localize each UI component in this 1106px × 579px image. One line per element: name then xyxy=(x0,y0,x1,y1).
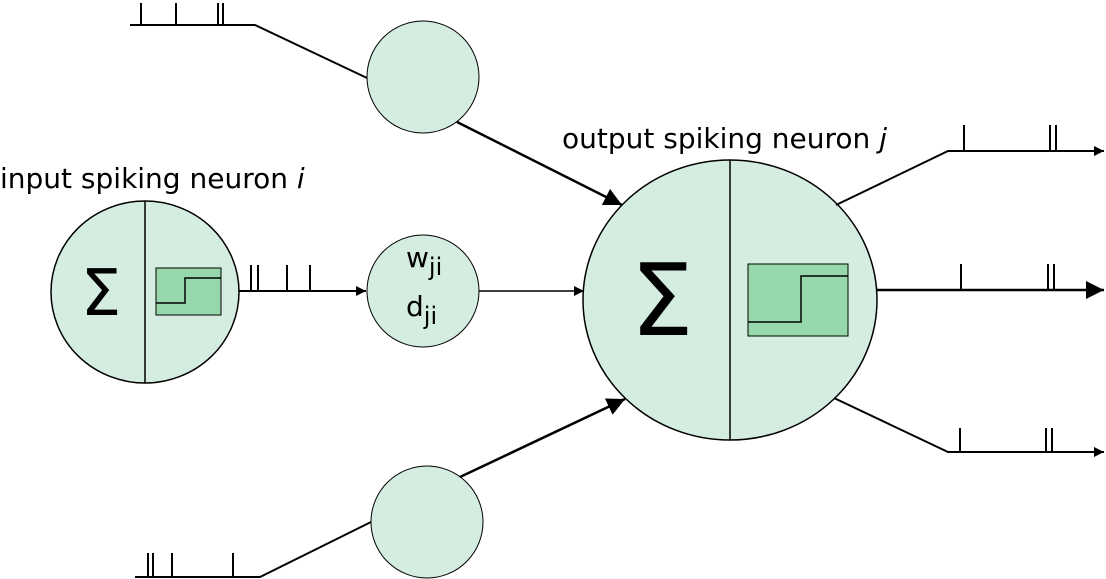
input-neuron: Σ xyxy=(50,200,240,384)
output-step-function-icon xyxy=(747,263,849,337)
synaptic-delay-label: dji xyxy=(406,290,437,330)
output-sum-symbol: Σ xyxy=(630,242,693,359)
output-neuron-label: output spiking neuron j xyxy=(562,122,887,155)
synapse-top xyxy=(366,20,480,134)
arrow-top-synapse-to-output xyxy=(456,120,623,207)
output-spike-train-middle xyxy=(877,264,1104,299)
input-neuron-label: input spiking neuron i xyxy=(0,162,305,195)
input-sum-symbol: Σ xyxy=(81,257,121,331)
input-spike-train-top xyxy=(130,3,368,79)
output-neuron: Σ xyxy=(582,159,878,441)
input-step-function-icon xyxy=(155,267,222,316)
synapse-middle: wji dji xyxy=(366,234,480,348)
output-spike-train-bottom xyxy=(833,397,1104,457)
arrow-bottom-synapse-to-output xyxy=(459,397,626,479)
input-spike-train-bottom xyxy=(135,521,372,578)
synaptic-weight-label: wji xyxy=(406,241,442,281)
output-spike-train-top xyxy=(835,125,1104,206)
synapse-bottom xyxy=(370,465,484,579)
input-neuron-output-spikes xyxy=(239,265,366,296)
